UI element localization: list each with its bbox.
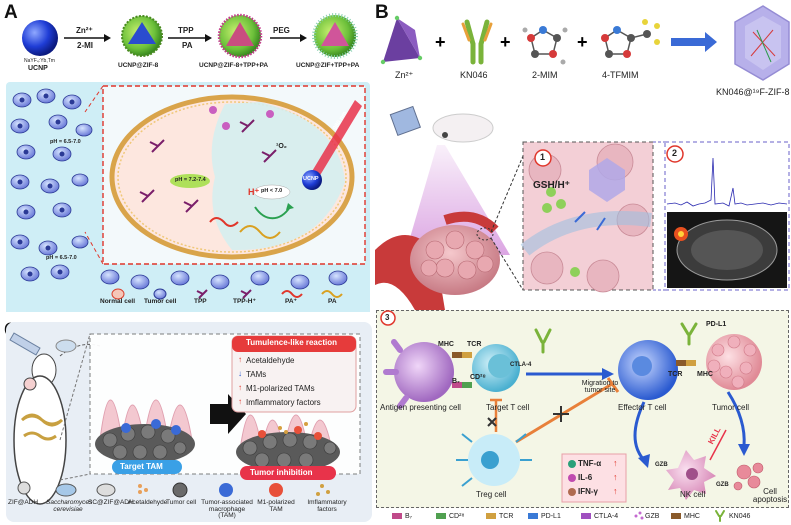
reaction-item-3: M1-polarized TAMs	[246, 384, 315, 393]
cell-nk-label: NK cell	[680, 490, 706, 499]
ucnp-zif8-name: UCNP@ZIF-8	[118, 62, 159, 69]
singlet-oxygen-label: ¹O₂	[276, 143, 287, 150]
cell-apc-label: Antigen presenting cell	[380, 403, 461, 412]
ph-inner-label: pH = 7.2-7.4	[175, 177, 206, 183]
legend-m1-tam: M1-polarized TAM	[257, 499, 295, 513]
gsh-label: GSH/H⁺	[533, 180, 570, 191]
target-tam-label: Target TAM	[120, 462, 163, 471]
receptor-cd28: CD²⁸	[470, 374, 486, 381]
legend-saccharomyces: Saccharomyces cerevisiae	[46, 499, 93, 513]
panel-c-graphic	[9, 332, 361, 505]
cell-apoptosis-label: Cell apoptosis	[752, 487, 788, 504]
reaction-title: Tumulence-like reaction	[246, 338, 337, 347]
reagent-4tfmim: 4-TFMIM	[602, 70, 639, 80]
legend-tpp: TPP	[194, 298, 207, 305]
receptor-tcr-effector: TCR	[668, 371, 683, 378]
reaction-arrow-3: ↑	[238, 383, 242, 392]
receptor-gzb-1: GZB	[655, 462, 668, 468]
legend-inflammatory: Imflammatory factors	[307, 499, 347, 513]
reaction-arrow-4: ↑	[238, 397, 242, 406]
inset-marker-2: 2	[672, 148, 678, 158]
cell-target-t-label: Target T cell	[486, 403, 530, 412]
cell-effector-label: Effector T cell	[618, 403, 667, 412]
cytokine-up-1: ↑	[613, 458, 618, 468]
legend-tpp-h: TPP-H⁺	[233, 298, 256, 305]
arrow1-top-label: Zn²⁺	[76, 26, 93, 35]
svg-text:+: +	[435, 32, 446, 52]
receptor-ctla4: CTLA-4	[510, 362, 532, 368]
legend-ctla4: CTLA-4	[594, 513, 619, 520]
arrow3-top-label: PEG	[273, 26, 290, 35]
reagent-kn046: KN046	[460, 70, 488, 80]
receptor-b7: B₇	[452, 378, 460, 385]
cytokine-il6: IL-6	[578, 473, 593, 482]
ph-outer-label-bottom: pH = 6.5-7.0	[46, 255, 77, 261]
legend-tcr: TCR	[499, 513, 514, 520]
ucnp-zif8-tpp-pa-name: UCNP@ZIF-8+TPP+PA	[199, 62, 269, 69]
panel-b-tumor-graphic	[375, 105, 790, 310]
h-ion-label: H⁺	[248, 187, 260, 197]
reaction-item-2: TAMs	[246, 370, 267, 379]
legend-zif-adh: ZIF@ADH	[8, 499, 39, 506]
migration-label: Migration to tumor site	[581, 380, 619, 394]
receptor-gzb-2: GZB	[716, 482, 729, 488]
ucnp-formula: NaYF₄:Yb,Tm	[24, 58, 55, 64]
legend-pdl1: PD-L1	[541, 513, 561, 520]
arrow2-top-label: TPP	[178, 26, 194, 35]
svg-text:+: +	[577, 32, 588, 52]
cytokine-up-2: ↑	[613, 472, 618, 482]
legend-kn046: KN046	[729, 513, 751, 520]
panel-label-a: A	[4, 2, 18, 23]
panel-a-tme-graphic	[6, 85, 370, 312]
tumor-inhibition-label: Tumor inhibition	[250, 468, 313, 477]
reaction-arrow-1: ↑	[238, 355, 242, 364]
reaction-item-1: Acetaldehyde	[246, 356, 295, 365]
panel-b-reagents-graphic: + + +	[380, 5, 790, 81]
legend-pa-plus: PA⁺	[285, 298, 297, 305]
reagent-2mim: 2-MIM	[532, 70, 558, 80]
legend-acetaldehyde: Acetaldehyde	[128, 499, 168, 506]
arrow1-bottom-label: 2-MI	[77, 41, 93, 50]
cell-tumor-label: Tumor cell	[712, 403, 750, 412]
ucnp-name: UCNP	[28, 65, 48, 72]
svg-text:+: +	[500, 32, 511, 52]
b3-marker: 3	[385, 313, 390, 322]
product-label: KN046@¹⁹F-ZIF-8	[716, 87, 790, 97]
panel-b3-graphic	[380, 310, 764, 522]
reaction-item-4: Imflammatory factors	[246, 398, 321, 407]
receptor-pdl1: PD-L1	[706, 321, 727, 328]
legend-mhc: MHC	[684, 513, 700, 520]
legend-tumor-cell-c: Tumor cell	[166, 499, 197, 506]
legend-normal-cell: Normal cell	[100, 298, 136, 305]
receptor-tcr-target: TCR	[467, 341, 482, 348]
legend-gzb: GZB	[645, 513, 660, 520]
reaction-arrow-2: ↓	[238, 369, 242, 378]
panel-a-flow-graphic	[22, 13, 358, 59]
cytokine-ifn: IFN-γ	[578, 487, 598, 496]
legend-tumor-cell: Tumor cell	[144, 298, 177, 305]
legend-pa: PA	[328, 298, 337, 305]
ucnp-inset-label: UCNP	[303, 176, 319, 182]
cell-treg-label: Treg cell	[476, 490, 507, 499]
ucnp-sphere	[22, 20, 58, 56]
legend-tam: Tumor-associated macrophage (TAM)	[201, 499, 253, 519]
inset-marker-1: 1	[540, 152, 546, 162]
legend-b7: B₇	[405, 513, 413, 520]
arrow2-bottom-label: PA	[182, 41, 193, 50]
legend-sc-zif-adh: SC@ZIF@ADH	[88, 499, 134, 506]
ph-acid-label: pH < 7.0	[261, 188, 283, 194]
legend-cd28: CD²⁸	[449, 513, 465, 520]
reagent-zn: Zn²⁺	[395, 70, 414, 80]
final-nanoparticle-name: UCNP@ZIF+TPP+PA	[296, 62, 360, 69]
ph-outer-label-top: pH = 6.5-7.0	[50, 139, 81, 145]
panel-label-b: B	[375, 2, 389, 23]
receptor-mhc-apc: MHC	[438, 341, 454, 348]
receptor-mhc-tumor: MHC	[697, 371, 713, 378]
cytokine-tnf: TNF-α	[578, 459, 602, 468]
cytokine-up-3: ↑	[613, 486, 618, 496]
